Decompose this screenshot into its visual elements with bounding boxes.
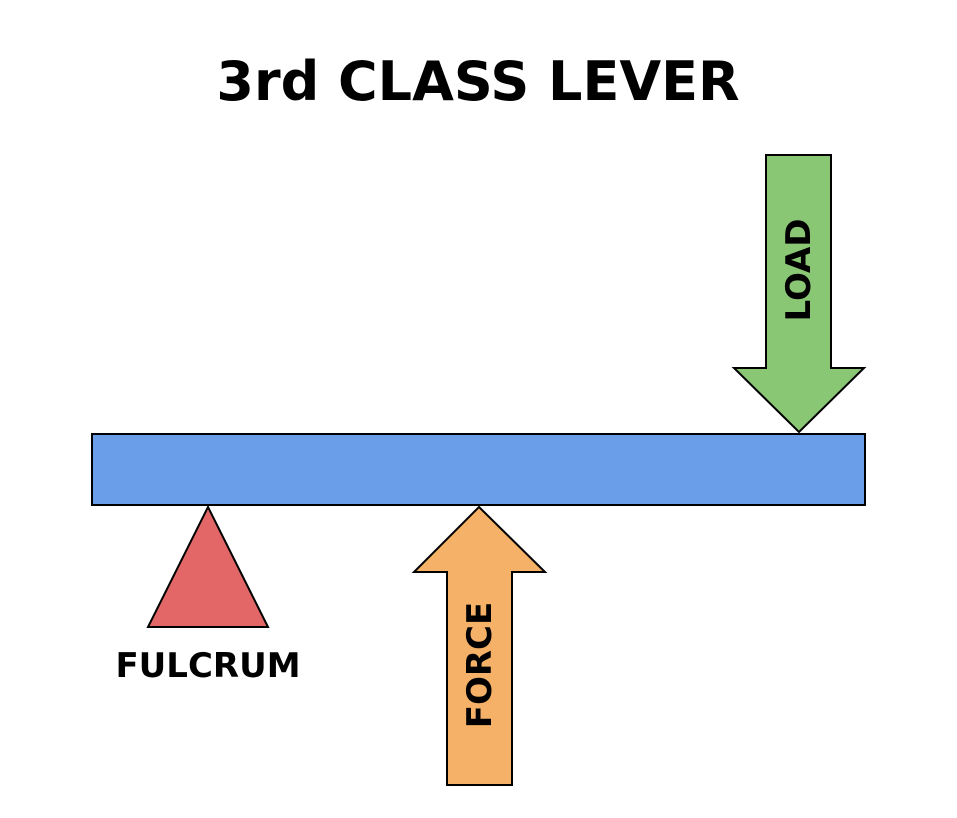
lever-beam bbox=[91, 433, 866, 506]
load-arrow bbox=[731, 154, 867, 434]
fulcrum-triangle bbox=[146, 504, 270, 628]
force-label: FORCE bbox=[460, 602, 500, 729]
fulcrum-label: FULCRUM bbox=[115, 646, 300, 686]
force-arrow bbox=[411, 505, 548, 786]
diagram-title: 3rd CLASS LEVER bbox=[216, 50, 739, 113]
load-label: LOAD bbox=[779, 219, 819, 322]
